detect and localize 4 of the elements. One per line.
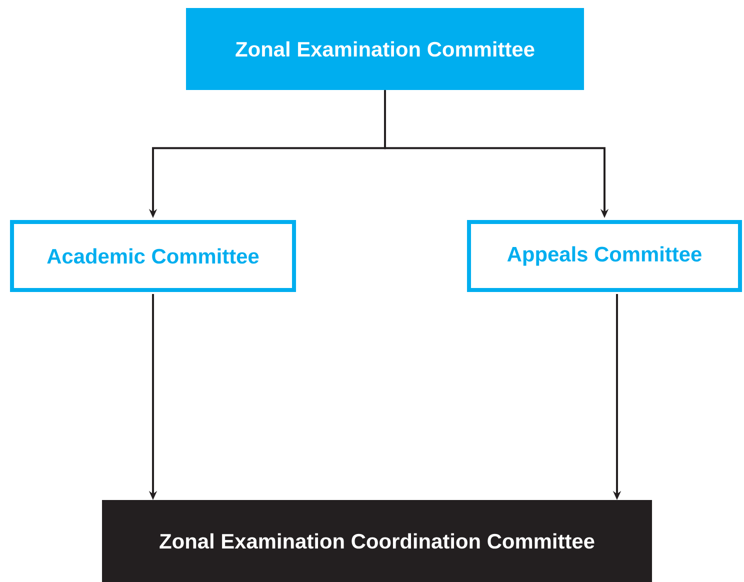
committee-box: Appeals Committee bbox=[467, 220, 742, 292]
committee-box: Academic Committee bbox=[10, 220, 296, 292]
header-box: Zonal Examination Committee bbox=[186, 8, 584, 90]
footer-box: Zonal Examination Coordination Committee bbox=[102, 500, 652, 582]
